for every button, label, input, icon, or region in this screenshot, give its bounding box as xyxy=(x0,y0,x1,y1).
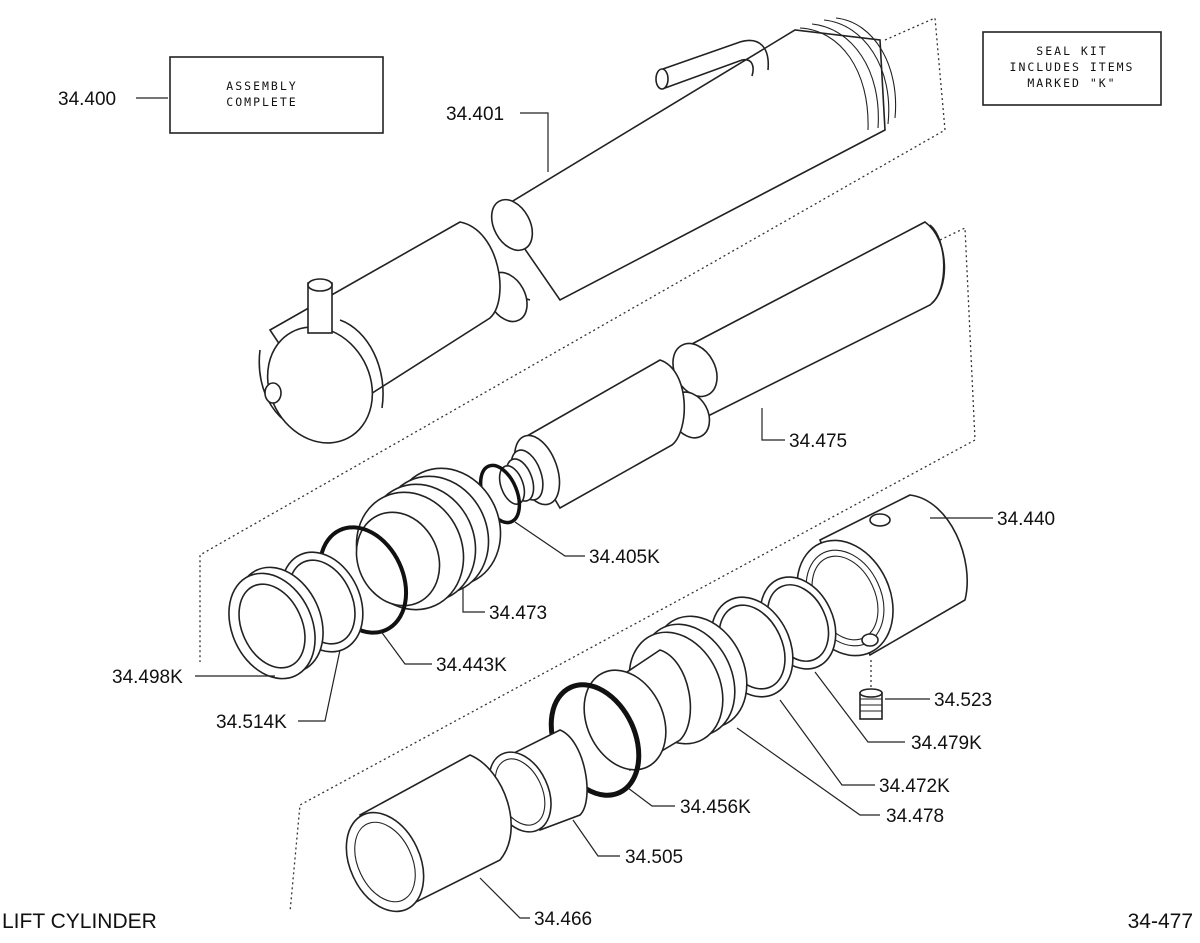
leader-head-oring xyxy=(627,787,675,807)
label-wear-ring: 34.498K xyxy=(112,667,183,688)
bushing-part xyxy=(488,729,588,833)
assembly-box xyxy=(169,56,384,134)
label-rod: 34.475 xyxy=(789,431,847,452)
page-number: 34-477 xyxy=(1128,910,1193,933)
label-head: 34.440 xyxy=(997,509,1055,530)
barrel-part xyxy=(258,17,897,444)
seal-kit-line3: MARKED "K" xyxy=(1027,76,1116,90)
label-bushing: 34.505 xyxy=(625,847,683,868)
label-rod-wiper: 34.479K xyxy=(911,733,982,754)
diagram-title: LIFT CYLINDER xyxy=(2,910,157,933)
setscrew-part xyxy=(859,660,883,720)
seal-kit-line2: INCLUDES ITEMS xyxy=(1010,60,1135,74)
label-spacer: 34.466 xyxy=(534,909,592,930)
label-gland: 34.478 xyxy=(886,806,944,827)
wear-ring-part xyxy=(228,566,324,680)
leader-rod-wiper xyxy=(814,671,905,743)
leader-rod-oring xyxy=(514,521,585,557)
label-rod-seal: 34.472K xyxy=(879,776,950,797)
seal-kit-box xyxy=(982,31,1162,106)
label-assembly: 34.400 xyxy=(58,89,116,110)
label-barrel: 34.401 xyxy=(446,104,504,125)
leader-gland xyxy=(736,727,880,816)
rod-part xyxy=(498,221,946,510)
leader-rod-seal xyxy=(779,699,875,786)
assembly-box-line1: ASSEMBLY xyxy=(226,79,297,93)
leader-bushing xyxy=(572,819,620,857)
leader-piston-seal xyxy=(379,629,432,665)
label-rod-oring: 34.405K xyxy=(589,547,660,568)
leader-spacer xyxy=(479,877,530,919)
assembly-box-line2: COMPLETE xyxy=(226,95,297,109)
label-head-oring: 34.456K xyxy=(680,797,751,818)
label-piston-seal: 34.443K xyxy=(436,655,507,676)
leader-rod xyxy=(761,408,785,441)
leader-backup-ring xyxy=(298,649,341,722)
piston-part xyxy=(355,467,502,611)
gland-part xyxy=(583,615,748,772)
spacer-part xyxy=(345,754,512,913)
leader-barrel xyxy=(520,112,549,172)
label-backup-ring: 34.514K xyxy=(216,712,287,733)
label-piston: 34.473 xyxy=(489,603,547,624)
seal-kit-line1: SEAL KIT xyxy=(1036,44,1107,58)
barrel-assembly-dotted-line xyxy=(199,17,946,662)
leader-piston xyxy=(462,588,485,613)
label-setscrew: 34.523 xyxy=(934,690,992,711)
